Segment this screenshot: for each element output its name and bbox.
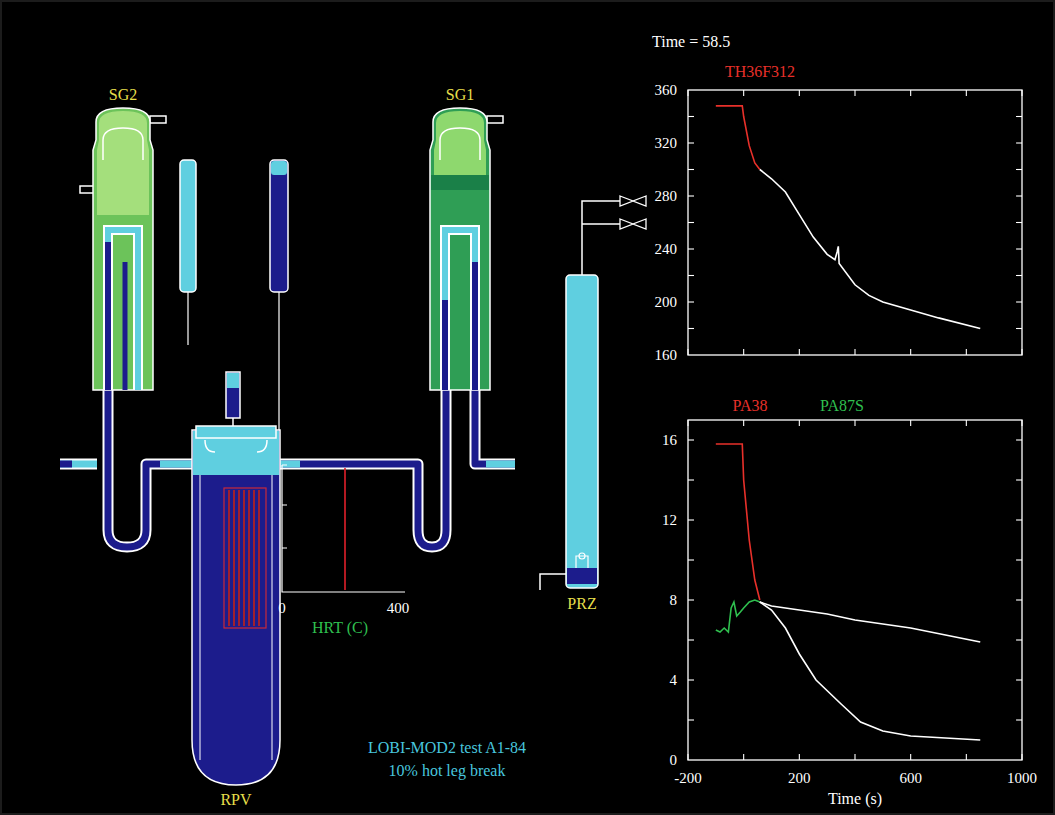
trace-line bbox=[716, 600, 760, 632]
axis-tick: 0 bbox=[278, 601, 286, 616]
axis-tick: 400 bbox=[387, 601, 410, 616]
axis-tick: 8 bbox=[670, 593, 678, 608]
caption-line: LOBI-MOD2 test A1-84 bbox=[368, 740, 526, 756]
axis-tick: 200 bbox=[655, 295, 678, 310]
axis-title: Time (s) bbox=[828, 791, 882, 807]
component-label: PRZ bbox=[567, 596, 596, 612]
axis-tick: 1000 bbox=[1007, 771, 1037, 786]
axis-tick: 12 bbox=[662, 513, 677, 528]
time-readout: Time = 58.5 bbox=[652, 34, 730, 50]
axis-tick: 200 bbox=[788, 771, 811, 786]
axis-tick: 600 bbox=[899, 771, 922, 786]
axis-tick: 16 bbox=[662, 433, 677, 448]
plot-frame bbox=[688, 90, 1022, 355]
series-label: PA87S bbox=[820, 398, 864, 414]
component-label: SG2 bbox=[109, 87, 137, 103]
axis-tick: 320 bbox=[655, 136, 678, 151]
trace-line bbox=[716, 444, 760, 600]
trace-line bbox=[716, 106, 760, 170]
trace-line bbox=[760, 602, 980, 642]
tick-marks bbox=[688, 420, 1022, 760]
caption-line: 10% hot leg break bbox=[389, 763, 506, 779]
series-label: TH36F312 bbox=[725, 64, 795, 80]
component-label: RPV bbox=[220, 792, 251, 808]
trace-line bbox=[760, 602, 980, 740]
axis-title: HRT (C) bbox=[312, 620, 368, 636]
axis-tick: 0 bbox=[670, 753, 678, 768]
tick-marks bbox=[688, 90, 1022, 355]
axis-tick: 280 bbox=[655, 189, 678, 204]
axis-tick: 4 bbox=[670, 673, 678, 688]
axis-tick: -200 bbox=[674, 771, 702, 786]
plot-frame bbox=[688, 420, 1022, 760]
axis-tick: 240 bbox=[655, 242, 678, 257]
series-label: PA38 bbox=[733, 398, 768, 414]
axis-tick: 160 bbox=[655, 348, 678, 363]
axis-tick: 360 bbox=[655, 83, 678, 98]
trace-line bbox=[760, 170, 980, 329]
component-label: SG1 bbox=[446, 87, 474, 103]
